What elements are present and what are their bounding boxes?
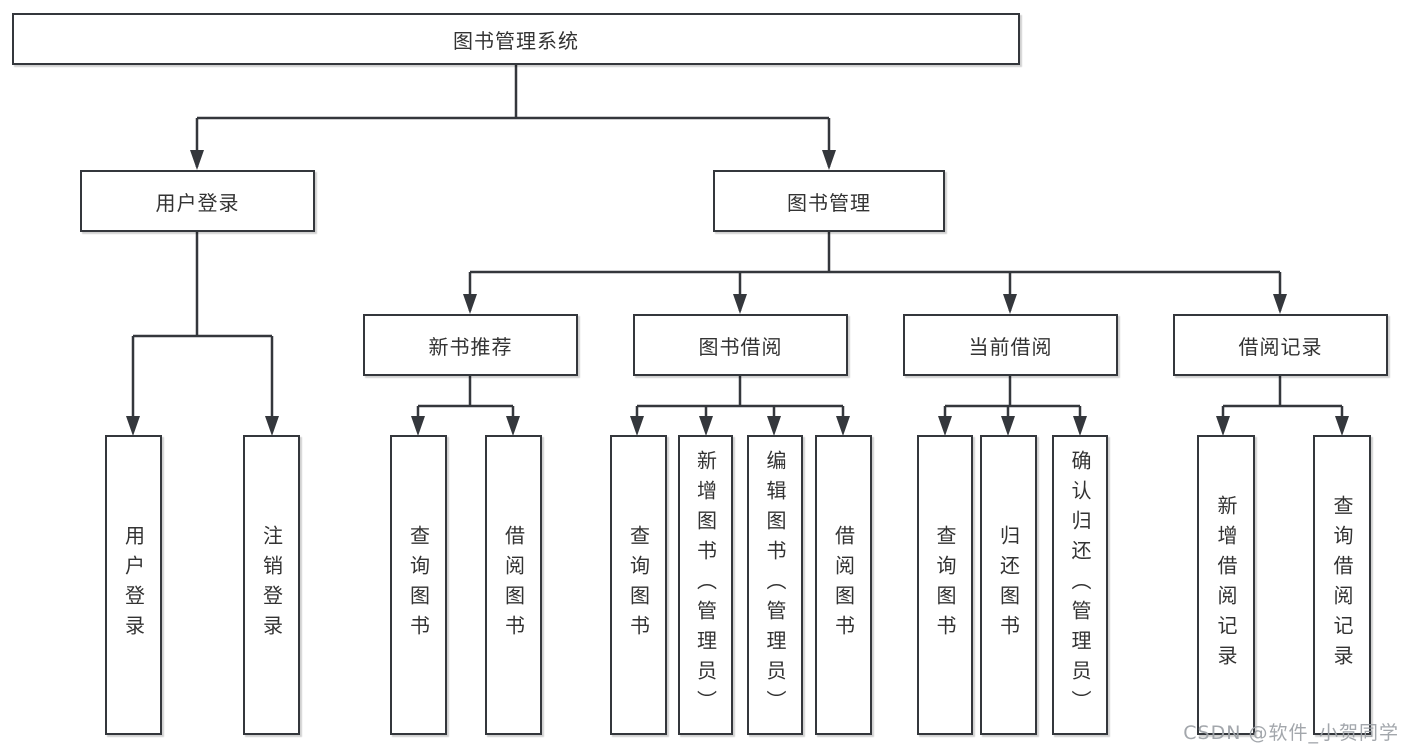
leaf-add-books-admin-label: 新增图书（管理员） xyxy=(693,450,718,720)
leaf-query-books-borrowing: 查询图书 xyxy=(610,435,667,735)
leaf-query-books-recommend: 查询图书 xyxy=(390,435,447,735)
node-user-login-label: 用户登录 xyxy=(155,190,240,215)
node-book-borrowing: 图书借阅 xyxy=(633,314,848,376)
node-book-management: 图书管理 xyxy=(713,170,945,232)
node-book-borrowing-label: 图书借阅 xyxy=(698,334,783,359)
node-library-system: 图书管理系统 xyxy=(12,13,1020,65)
leaf-user-login-label: 用户登录 xyxy=(121,525,146,645)
node-user-login: 用户登录 xyxy=(80,170,315,232)
leaf-confirm-return-admin-label: 确认归还（管理员） xyxy=(1068,450,1092,720)
leaf-query-books-current: 查询图书 xyxy=(917,435,973,735)
leaf-edit-books-admin-label: 编辑图书（管理员） xyxy=(763,450,787,720)
leaf-borrow-books-borrowing-label: 借阅图书 xyxy=(831,525,856,645)
leaf-query-books-borrowing-label: 查询图书 xyxy=(626,525,651,645)
node-borrowing-records-label: 借阅记录 xyxy=(1238,334,1323,359)
node-library-system-label: 图书管理系统 xyxy=(453,28,579,53)
leaf-borrow-books-recommend: 借阅图书 xyxy=(485,435,542,735)
node-current-borrowing: 当前借阅 xyxy=(903,314,1118,376)
leaf-query-books-recommend-label: 查询图书 xyxy=(406,525,431,645)
node-new-book-recommend: 新书推荐 xyxy=(363,314,578,376)
leaf-user-login: 用户登录 xyxy=(105,435,162,735)
csdn-watermark: CSDN @软件_小贺同学 xyxy=(1183,722,1399,744)
leaf-add-borrow-record-label: 新增借阅记录 xyxy=(1214,495,1238,675)
connector-lines xyxy=(131,65,1344,432)
leaf-return-books: 归还图书 xyxy=(980,435,1037,735)
leaf-add-borrow-record: 新增借阅记录 xyxy=(1197,435,1255,735)
leaf-query-borrow-record-label: 查询借阅记录 xyxy=(1330,495,1354,675)
leaf-borrow-books-borrowing: 借阅图书 xyxy=(815,435,872,735)
leaf-borrow-books-recommend-label: 借阅图书 xyxy=(501,525,526,645)
leaf-query-borrow-record: 查询借阅记录 xyxy=(1313,435,1371,735)
node-book-management-label: 图书管理 xyxy=(787,190,871,215)
node-current-borrowing-label: 当前借阅 xyxy=(968,334,1053,359)
node-borrowing-records: 借阅记录 xyxy=(1173,314,1388,376)
leaf-query-books-current-label: 查询图书 xyxy=(933,525,957,645)
leaf-logout-login: 注销登录 xyxy=(243,435,300,735)
leaf-confirm-return-admin: 确认归还（管理员） xyxy=(1052,435,1108,735)
leaf-return-books-label: 归还图书 xyxy=(996,525,1021,645)
leaf-edit-books-admin: 编辑图书（管理员） xyxy=(747,435,803,735)
leaf-add-books-admin: 新增图书（管理员） xyxy=(678,435,733,735)
node-new-book-recommend-label: 新书推荐 xyxy=(428,334,513,359)
leaf-logout-login-label: 注销登录 xyxy=(259,525,284,645)
